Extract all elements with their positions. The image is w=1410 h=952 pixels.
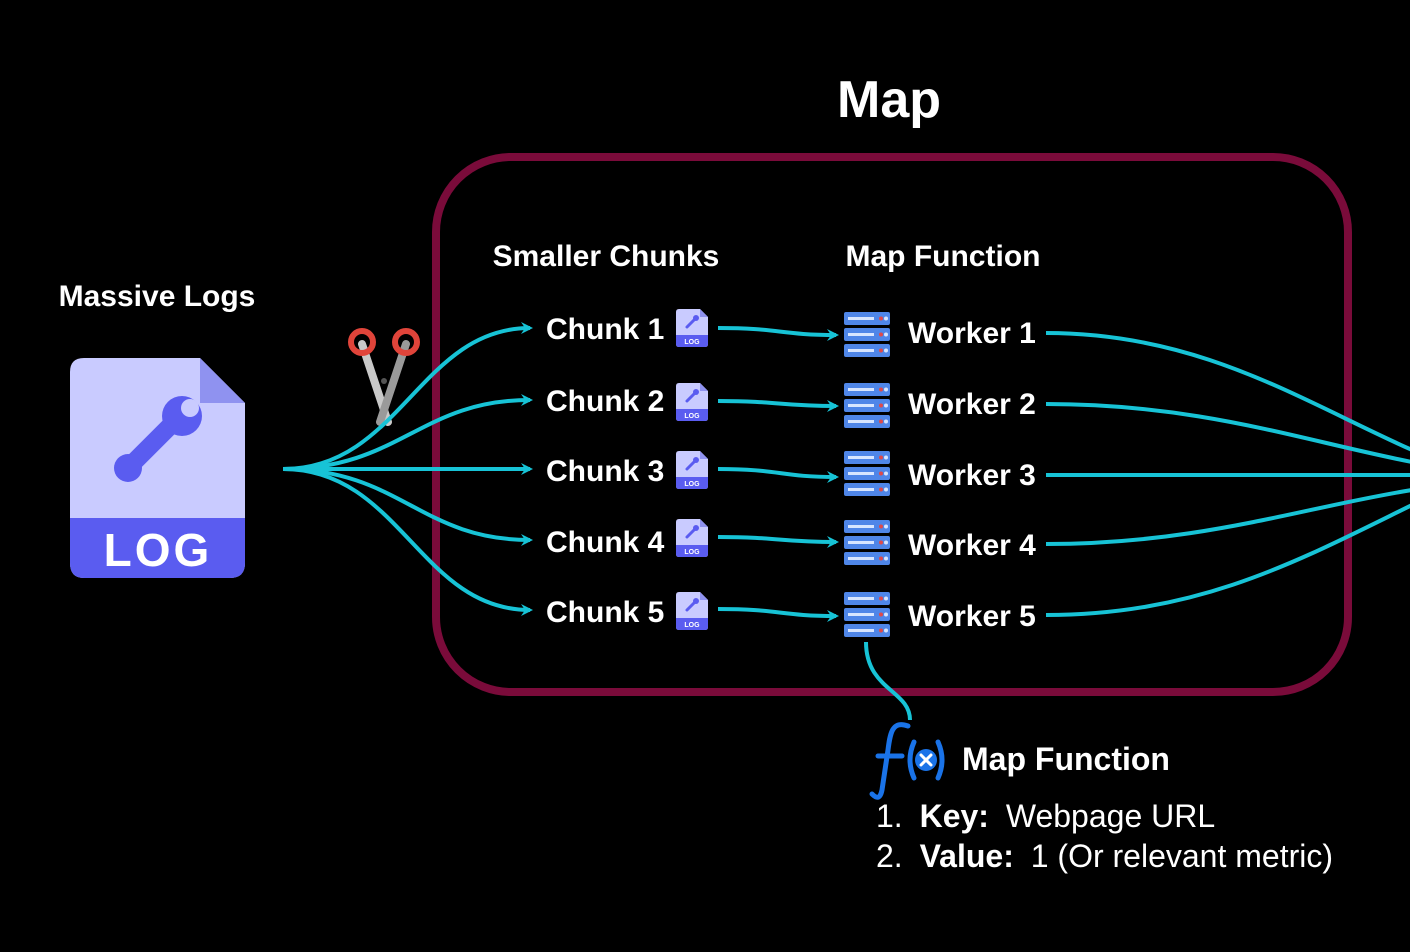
split-arrows <box>282 322 533 616</box>
item-key: Value: <box>920 838 1014 874</box>
log-file-icon <box>674 590 710 632</box>
chunk-row: Chunk 1 <box>546 307 710 349</box>
worker-label: Worker 2 <box>908 388 1036 421</box>
chunk-worker-arrow-5 <box>717 607 839 622</box>
log-file-icon <box>674 381 710 423</box>
chunk-worker-arrow-2 <box>717 399 839 412</box>
log-file-icon <box>674 449 710 491</box>
chunk-worker-arrow-3 <box>717 467 839 483</box>
scissors-icon <box>348 328 420 426</box>
worker-label: Worker 3 <box>908 459 1036 492</box>
log-file-icon: LOG <box>70 358 245 578</box>
server-icon <box>844 312 890 357</box>
chunk-row: Chunk 3 <box>546 449 710 491</box>
svg-text:1. Key: Webpage UR: 1. Key: Webpage URL <box>876 798 1215 834</box>
function-icon <box>869 722 945 800</box>
worker-row: Worker 3 <box>844 451 1036 496</box>
worker-row: Worker 4 <box>844 520 1036 565</box>
chunk-label: Chunk 1 <box>546 313 664 346</box>
server-icon <box>844 592 890 637</box>
item-number: 2. <box>876 838 903 874</box>
server-icon <box>844 520 890 565</box>
chunk-label: Chunk 5 <box>546 596 664 629</box>
worker-label: Worker 1 <box>908 317 1036 350</box>
worker-row: Worker 5 <box>844 592 1036 637</box>
item-number: 1. <box>876 798 903 834</box>
split-arrow-4 <box>282 467 533 546</box>
worker-label: Worker 5 <box>908 600 1036 633</box>
chunk-worker-arrow-1 <box>717 326 839 341</box>
worker-row: Worker 2 <box>844 383 1036 428</box>
split-arrow-1 <box>282 322 533 471</box>
chunk-label: Chunk 3 <box>546 455 664 488</box>
server-icon <box>844 383 890 428</box>
server-icon <box>844 451 890 496</box>
chunk-row: Chunk 2 <box>546 381 710 423</box>
worker-output-1 <box>1045 331 1410 452</box>
chunk-worker-arrow-4 <box>717 535 839 548</box>
map-function-item: 2. Value: 1 (Or relevant metric) <box>876 838 1333 874</box>
chunk-to-worker-arrows <box>717 326 839 622</box>
worker-output-5 <box>1045 503 1410 617</box>
page-title: Map <box>837 71 941 129</box>
chunk-row: Chunk 5 <box>546 590 710 632</box>
source-label: Massive Logs <box>59 280 256 313</box>
split-arrow-2 <box>282 394 533 471</box>
map-function-item: 1. Key: Webpage URL <box>876 798 1215 834</box>
svg-text:2. Value: 1 (Or re: 2. Value: 1 (Or relevant metric) <box>876 838 1333 874</box>
log-file-icon <box>674 307 710 349</box>
item-value: 1 (Or relevant metric) <box>1031 838 1333 874</box>
worker-label: Worker 4 <box>908 529 1036 562</box>
worker-output-4 <box>1045 488 1410 546</box>
worker-output-2 <box>1045 402 1410 464</box>
chunk-label: Chunk 2 <box>546 385 664 418</box>
chunk-row: Chunk 4 <box>546 517 710 559</box>
chunks-column-header: Smaller Chunks <box>493 240 720 273</box>
split-arrow-5 <box>282 467 533 616</box>
map-function-connector <box>864 641 912 721</box>
item-key: Key: <box>920 798 989 834</box>
chunk-label: Chunk 4 <box>546 526 665 559</box>
item-value: Webpage URL <box>1006 798 1215 834</box>
worker-output-lines <box>1045 331 1410 617</box>
workers-column-header: Map Function <box>846 240 1041 273</box>
map-function-title: Map Function <box>962 741 1170 777</box>
source-icon-text: LOG <box>104 524 213 576</box>
log-file-icon <box>674 517 710 559</box>
worker-row: Worker 1 <box>844 312 1036 357</box>
